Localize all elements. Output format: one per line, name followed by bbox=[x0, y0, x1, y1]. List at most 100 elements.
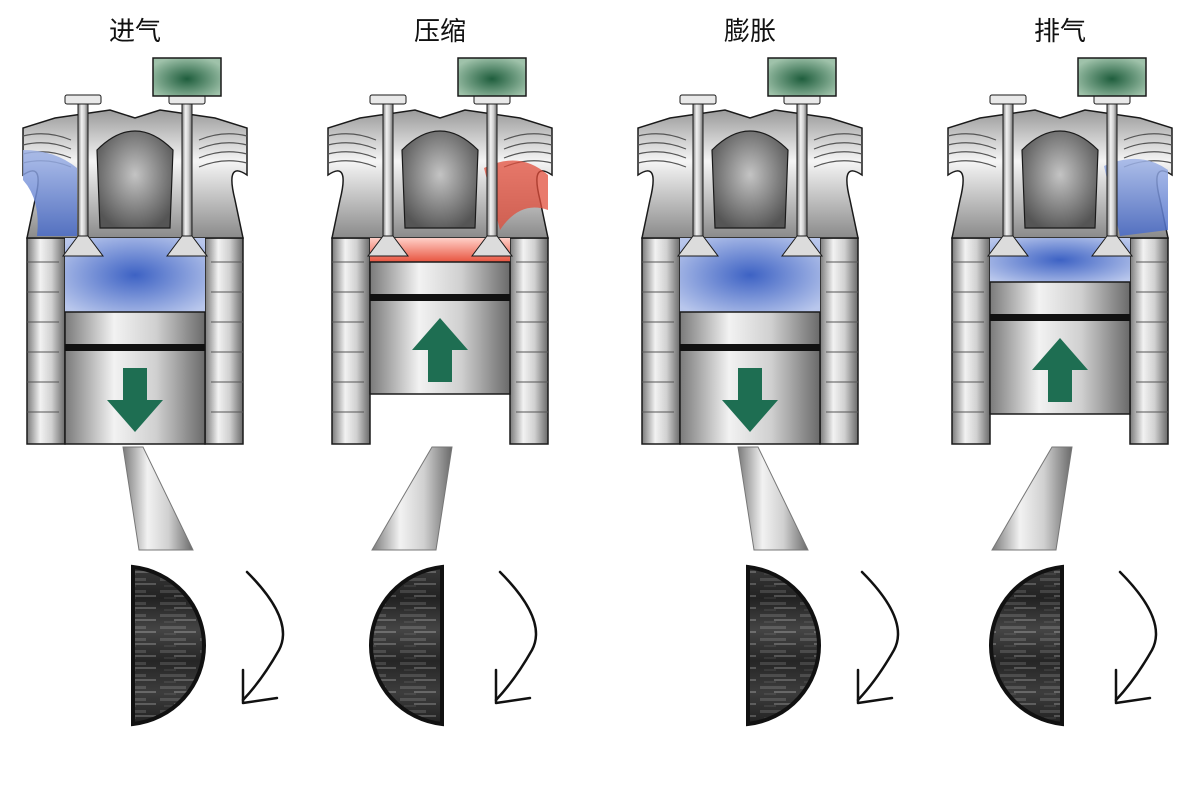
piston-ring bbox=[990, 314, 1130, 321]
head-fin bbox=[198, 133, 248, 141]
head-fin bbox=[813, 160, 863, 168]
head-fin bbox=[813, 151, 863, 159]
intake-valve-stem bbox=[382, 101, 394, 253]
arrow-up-icon bbox=[412, 318, 468, 382]
spark-plug-dome bbox=[96, 130, 174, 229]
piston-ring bbox=[65, 344, 205, 351]
head-fin bbox=[198, 160, 248, 168]
connecting-rod bbox=[737, 446, 809, 551]
exhaust-port-gas bbox=[1104, 158, 1168, 236]
stage-exhaust: 排气 bbox=[947, 17, 1173, 727]
stage-title: 膨胀 bbox=[724, 17, 776, 47]
crank-shade bbox=[370, 567, 442, 724]
stage-title: 排气 bbox=[1034, 17, 1086, 47]
exhaust-valve-stem bbox=[181, 101, 193, 253]
intake-valve-stem bbox=[1002, 101, 1014, 253]
head-fin bbox=[947, 142, 997, 150]
rotation-arrow-icon bbox=[1114, 570, 1158, 702]
crank-outline bbox=[368, 564, 444, 727]
exhaust-valve-head bbox=[166, 235, 208, 257]
exhaust-valve-stem bbox=[796, 101, 808, 253]
stage-title: 进气 bbox=[109, 17, 161, 47]
crank-outline bbox=[746, 564, 822, 727]
stage-expansion: 膨胀 bbox=[637, 17, 900, 727]
cylinder-wall-right bbox=[204, 237, 244, 445]
rotation-arrowhead-icon bbox=[241, 668, 279, 705]
piston-ring bbox=[680, 344, 820, 351]
exhaust-port-gas bbox=[484, 160, 548, 230]
intake-valve-stem bbox=[77, 101, 89, 253]
arrow-up-icon bbox=[1032, 338, 1088, 402]
stage-title: 压缩 bbox=[414, 17, 466, 47]
head-fin bbox=[1123, 142, 1173, 150]
cylinder-wall-left bbox=[951, 237, 991, 445]
arrow-down-icon bbox=[107, 368, 163, 432]
exhaust-valve-head bbox=[471, 235, 513, 257]
rotation-arrow-icon bbox=[494, 570, 538, 702]
head-fin bbox=[947, 151, 997, 159]
piston-ring bbox=[370, 294, 510, 301]
crank-shade bbox=[748, 567, 820, 724]
head-fin bbox=[637, 151, 687, 159]
crank-half-disc bbox=[131, 564, 207, 727]
intake-valve-cap bbox=[64, 94, 102, 105]
arrow-down-icon bbox=[722, 368, 778, 432]
spark-plug-dome bbox=[711, 130, 789, 229]
stage-intake: 进气 bbox=[22, 17, 285, 727]
intake-valve-cap bbox=[369, 94, 407, 105]
connecting-rod bbox=[991, 446, 1073, 551]
intake-port-gas bbox=[23, 150, 77, 236]
exhaust-valve-head bbox=[781, 235, 823, 257]
intake-valve-cap bbox=[989, 94, 1027, 105]
head-fin bbox=[947, 160, 997, 168]
head-fin bbox=[327, 133, 377, 141]
exhaust-valve-stem bbox=[486, 101, 498, 253]
cylinder-wall-right bbox=[819, 237, 859, 445]
intake-valve-head bbox=[367, 235, 409, 257]
head-fin bbox=[947, 133, 997, 141]
head-fin bbox=[327, 160, 377, 168]
rotation-arrow-icon bbox=[241, 570, 285, 702]
intake-valve-head bbox=[62, 235, 104, 257]
intake-valve-head bbox=[677, 235, 719, 257]
head-fin bbox=[198, 142, 248, 150]
crank-outline bbox=[988, 564, 1064, 727]
head-fin bbox=[503, 151, 553, 159]
intake-valve-head bbox=[987, 235, 1029, 257]
valve-actuator bbox=[767, 57, 837, 97]
crank-outline bbox=[131, 564, 207, 727]
head-fin bbox=[327, 142, 377, 150]
stage-compression: 压缩 bbox=[327, 17, 553, 727]
connecting-rod bbox=[122, 446, 194, 551]
head-fin bbox=[1123, 151, 1173, 159]
valve-actuator bbox=[152, 57, 222, 97]
cylinder-wall-left bbox=[641, 237, 681, 445]
rotation-arrowhead-icon bbox=[494, 668, 532, 705]
head-fin bbox=[503, 142, 553, 150]
head-fin bbox=[813, 142, 863, 150]
cylinder-wall-right bbox=[509, 237, 549, 445]
valve-actuator bbox=[1077, 57, 1147, 97]
cylinder-wall-left bbox=[26, 237, 66, 445]
crank-shade bbox=[133, 567, 205, 724]
head-fin bbox=[22, 142, 72, 150]
head-fin bbox=[637, 160, 687, 168]
rotation-arrowhead-icon bbox=[1114, 668, 1152, 705]
intake-valve-stem bbox=[692, 101, 704, 253]
head-fin bbox=[1123, 133, 1173, 141]
exhaust-valve-stem bbox=[1106, 101, 1118, 253]
intake-valve-cap bbox=[679, 94, 717, 105]
cylinder-wall-left bbox=[331, 237, 371, 445]
exhaust-valve-head bbox=[1091, 235, 1133, 257]
head-fin bbox=[327, 151, 377, 159]
head-fin bbox=[503, 133, 553, 141]
crank-shade bbox=[990, 567, 1062, 724]
spark-plug-dome bbox=[401, 130, 479, 229]
head-fin bbox=[22, 133, 72, 141]
head-fin bbox=[813, 133, 863, 141]
head-fin bbox=[637, 133, 687, 141]
head-fin bbox=[637, 142, 687, 150]
connecting-rod bbox=[371, 446, 453, 551]
cylinder-wall-right bbox=[1129, 237, 1169, 445]
